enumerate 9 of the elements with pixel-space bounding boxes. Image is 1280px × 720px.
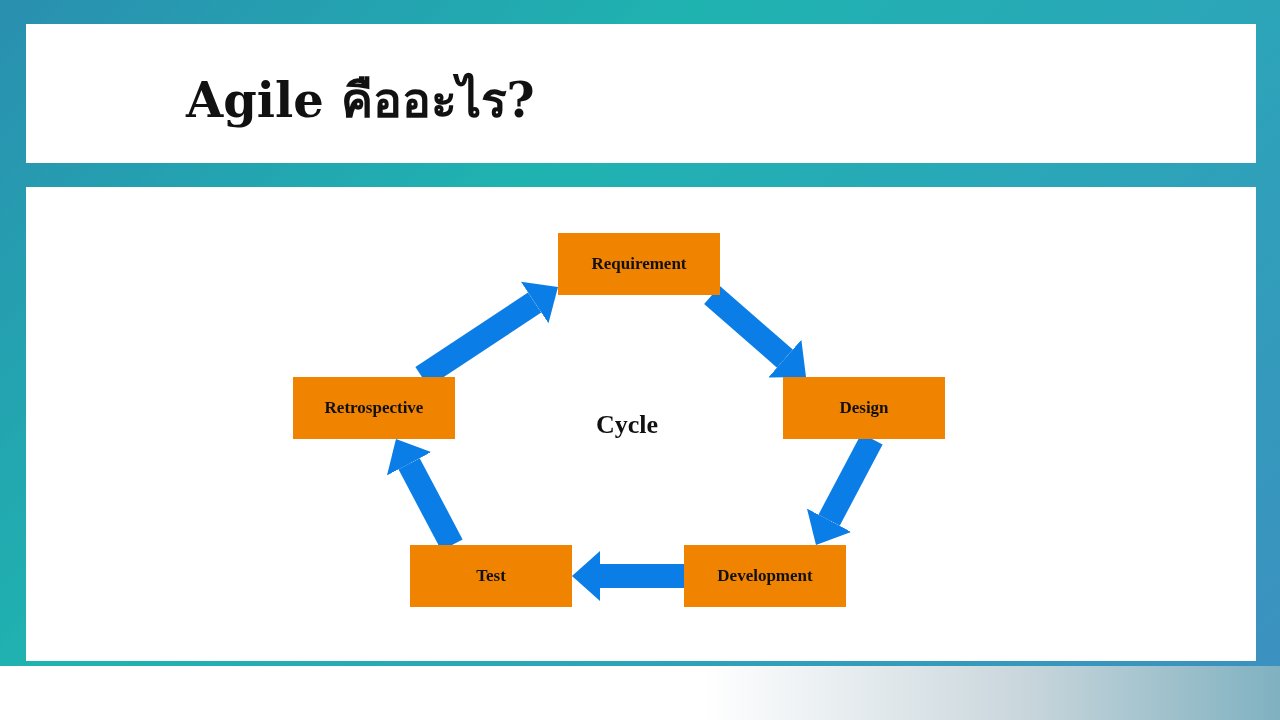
slide-title: Agile คืออะไร? (186, 71, 535, 130)
process-box: Test (410, 545, 572, 607)
block-arrow (704, 285, 806, 378)
process-box: Development (684, 545, 846, 607)
block-arrow (572, 551, 684, 601)
process-box: Retrospective (293, 377, 455, 439)
center-label: Cycle (596, 410, 659, 440)
process-box: Design (783, 377, 945, 439)
process-box: Requirement (558, 233, 720, 295)
